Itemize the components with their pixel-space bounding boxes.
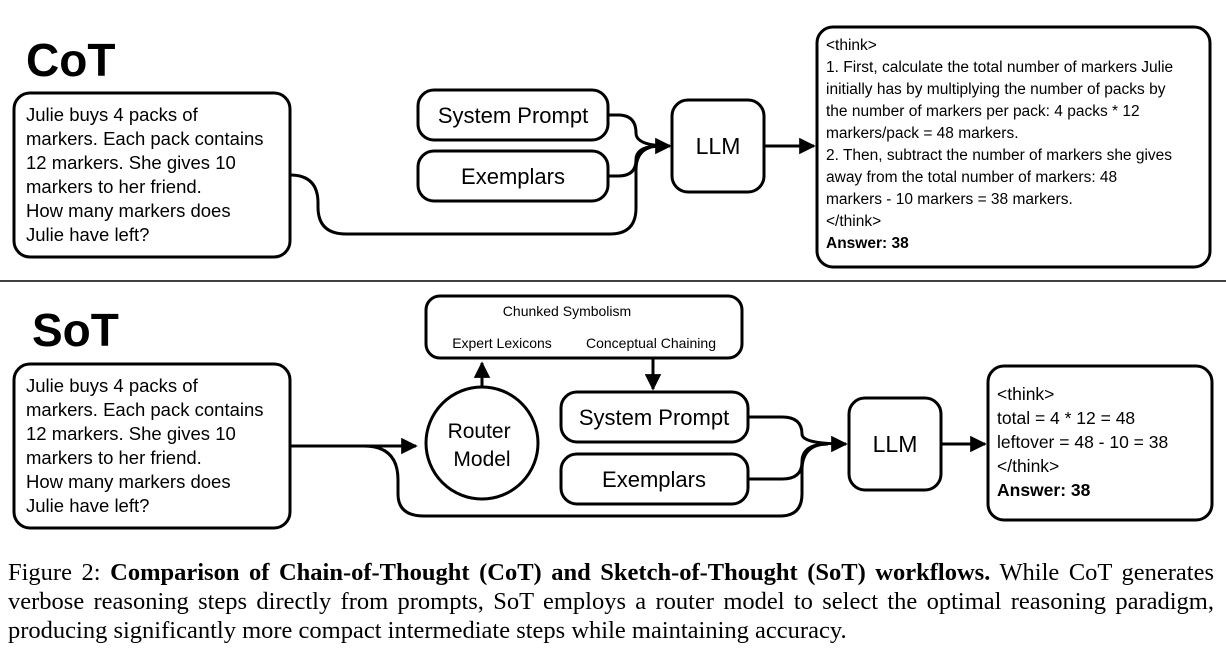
sot-exemplars-label: Exemplars <box>602 467 706 492</box>
cot-output-box <box>815 25 1212 269</box>
cot-answer: Answer: 38 <box>826 235 909 252</box>
sot-system-prompt-arrow <box>748 415 848 453</box>
sot-exemplars-arrow <box>748 442 829 481</box>
cot-system-prompt-label: System Prompt <box>438 103 588 128</box>
figure-caption: Figure 2: Comparison of Chain-of-Thought… <box>8 558 1214 645</box>
sot-paradigms-box <box>424 294 744 360</box>
sot-paradigm-expert: Expert Lexicons <box>452 335 552 351</box>
sot-paradigm-conceptual: Conceptual Chaining <box>586 335 716 351</box>
sot-title: SoT <box>32 304 119 356</box>
cot-llm-label: LLM <box>696 133 741 159</box>
cot-exemplars-label: Exemplars <box>461 164 565 189</box>
sot-router-circle <box>424 385 540 501</box>
sot-question-text: Julie buys 4 packs of markers. Each pack… <box>26 375 269 516</box>
cot-question-text: Julie buys 4 packs of markers. Each pack… <box>26 104 269 245</box>
caption-label: Figure 2: <box>8 559 101 586</box>
sot-output-text: <think> total = 4 * 12 = 48 leftover = 4… <box>997 384 1173 476</box>
caption-bold: Comparison of Chain-of-Thought (CoT) and… <box>110 559 991 586</box>
sot-router-label: Router Model <box>448 420 517 471</box>
sot-paradigm-chunked: Chunked Symbolism <box>503 303 631 319</box>
sot-system-prompt-label: System Prompt <box>579 405 729 430</box>
cot-system-prompt-arrow <box>608 113 672 155</box>
sot-output-box <box>986 364 1214 522</box>
sot-llm-label: LLM <box>873 431 918 457</box>
caption-text: While CoT generates verbose reasoning st… <box>8 559 1215 644</box>
cot-exemplars-arrow <box>608 144 661 178</box>
cot-title: CoT <box>26 34 115 86</box>
cot-output-text: <think> 1. First, calculate the total nu… <box>826 37 1177 230</box>
sot-answer: Answer: 38 <box>997 480 1091 500</box>
workflow-diagram: CoT Julie buys 4 packs of markers. Each … <box>0 25 1226 530</box>
